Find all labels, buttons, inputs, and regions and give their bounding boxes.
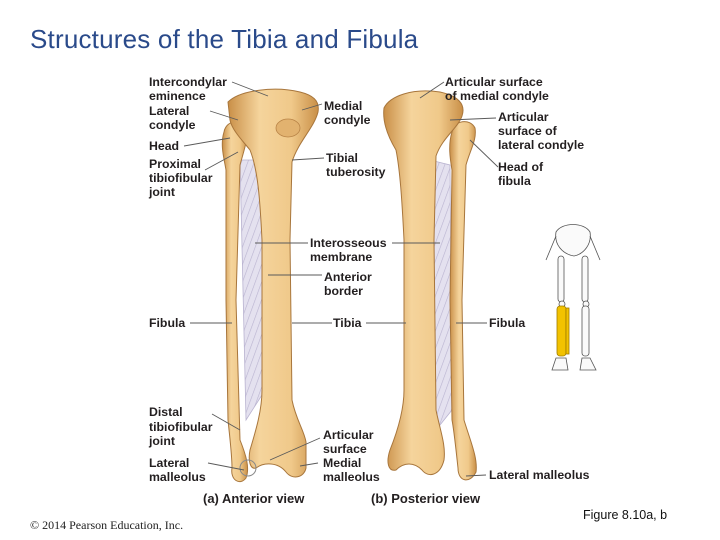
pelvis bbox=[555, 224, 591, 257]
label-proximal-joint-2: tibiofibular bbox=[149, 171, 213, 185]
label-lateral-condyle-2: condyle bbox=[149, 118, 196, 132]
label-head-of-fibula-2: fibula bbox=[498, 174, 531, 188]
label-head: Head bbox=[149, 139, 179, 153]
label-tibial-tuberosity-1: Tibial bbox=[326, 151, 358, 165]
posterior-view bbox=[383, 90, 477, 481]
label-intercondylar-eminence-1: Intercondylar bbox=[149, 75, 227, 89]
label-tibial-tuberosity-2: tuberosity bbox=[326, 165, 386, 179]
label-lateral-condyle-1: Lateral bbox=[149, 104, 189, 118]
label-medial-malleolus-1: Medial bbox=[323, 456, 361, 470]
label-articular-medial-condyle-2: of medial condyle bbox=[445, 89, 549, 103]
leader-lines bbox=[183, 81, 499, 477]
label-intercondylar-eminence-2: eminence bbox=[149, 89, 206, 103]
copyright-notice: © 2014 Pearson Education, Inc. bbox=[30, 518, 184, 532]
label-proximal-joint-3: joint bbox=[148, 185, 175, 199]
anterior-view-caption: (a) Anterior view bbox=[203, 491, 305, 506]
left-foot bbox=[551, 357, 569, 371]
label-lateral-malleolus-anterior-1: Lateral bbox=[149, 456, 189, 470]
label-lateral-malleolus-anterior-2: malleolus bbox=[149, 470, 206, 484]
label-interosseous-membrane-1: Interosseous bbox=[310, 236, 387, 250]
label-articular-lateral-condyle-2: surface of bbox=[498, 124, 558, 138]
label-distal-joint-3: joint bbox=[148, 434, 175, 448]
label-articular-surface-1: Articular bbox=[323, 428, 374, 442]
label-medial-malleolus-2: malleolus bbox=[323, 470, 380, 484]
page-title: Structures of the Tibia and Fibula bbox=[30, 24, 419, 54]
right-tibia bbox=[581, 305, 590, 357]
label-articular-medial-condyle-1: Articular surface bbox=[445, 75, 543, 89]
skeleton-locator bbox=[545, 224, 601, 371]
label-head-of-fibula-1: Head of bbox=[498, 160, 544, 174]
label-medial-condyle-2: condyle bbox=[324, 113, 371, 127]
label-interosseous-membrane-2: membrane bbox=[310, 250, 372, 264]
fibula-posterior bbox=[449, 121, 477, 481]
label-fibula-anterior: Fibula bbox=[149, 316, 185, 330]
right-femur bbox=[581, 255, 589, 303]
label-medial-condyle-1: Medial bbox=[324, 99, 362, 113]
label-tibia: Tibia bbox=[333, 316, 362, 330]
left-femur bbox=[557, 255, 565, 303]
label-distal-joint-1: Distal bbox=[149, 405, 183, 419]
interosseous-membrane-anterior bbox=[239, 159, 263, 422]
anatomy-labels: Intercondylar eminence Lateral condyle H… bbox=[148, 75, 590, 506]
label-lateral-malleolus-posterior: Lateral malleolus bbox=[489, 468, 590, 482]
label-proximal-joint-1: Proximal bbox=[149, 157, 201, 171]
label-articular-lateral-condyle-1: Articular bbox=[498, 110, 549, 124]
label-distal-joint-2: tibiofibular bbox=[149, 420, 213, 434]
figure-number: Figure 8.10a, b bbox=[583, 508, 668, 522]
label-anterior-border-1: Anterior bbox=[324, 270, 372, 284]
label-fibula-posterior: Fibula bbox=[489, 316, 525, 330]
tibia-anterior bbox=[227, 88, 319, 478]
highlighted-tibia bbox=[556, 305, 567, 357]
anterior-view bbox=[221, 88, 319, 483]
highlighted-fibula bbox=[565, 307, 570, 355]
posterior-view-caption: (b) Posterior view bbox=[371, 491, 481, 506]
label-anterior-border-2: border bbox=[324, 284, 363, 298]
label-articular-surface-2: surface bbox=[323, 442, 367, 456]
right-foot bbox=[579, 357, 597, 371]
label-articular-lateral-condyle-3: lateral condyle bbox=[498, 138, 584, 152]
tibia-posterior bbox=[383, 90, 464, 476]
